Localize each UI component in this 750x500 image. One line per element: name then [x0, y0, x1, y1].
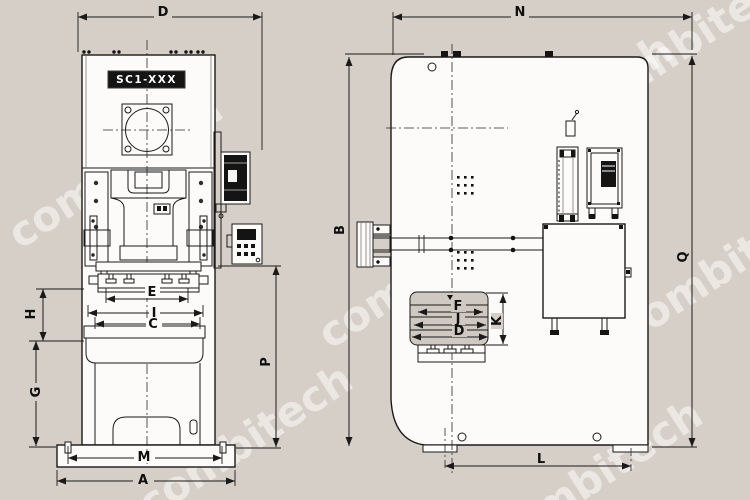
dim-label-m: M	[138, 450, 151, 465]
dim-label-q: Q	[676, 251, 691, 262]
dim-label-a: A	[138, 473, 148, 488]
rear-junction-box	[542, 223, 632, 335]
dim-label-g: G	[29, 387, 44, 398]
model-label: SC1-XXX	[116, 74, 177, 86]
dim-label-e: E	[148, 285, 157, 300]
dim-label-b: B	[333, 225, 348, 235]
oiler-handle	[565, 109, 580, 137]
side-view	[356, 44, 649, 476]
bolster-assembly	[88, 261, 209, 293]
crown-top-bolts	[82, 50, 205, 54]
dim-label-i: I	[152, 306, 157, 321]
dim-label-k: K	[490, 315, 505, 326]
side-dimensions: N B Q F J D K L	[333, 5, 697, 471]
dim-label-p: P	[259, 357, 274, 367]
cabinet-narrow	[556, 146, 579, 222]
dim-label-c: C	[148, 317, 158, 332]
model-nameplate	[107, 70, 186, 89]
dim-label-d-front: D	[158, 5, 169, 20]
side-mounted-controls	[213, 131, 263, 269]
cabinet-motor	[586, 147, 623, 219]
arm-front-bracket	[356, 221, 391, 268]
gib-clamps	[83, 215, 214, 261]
bolster-section-detail	[409, 291, 489, 363]
t-slots	[105, 273, 190, 284]
dim-label-d-side: D	[454, 324, 465, 339]
dim-label-j: J	[455, 312, 461, 327]
flywheel-mount	[121, 103, 173, 156]
leg-arch-cutout	[112, 416, 181, 445]
ram-slide	[110, 169, 187, 261]
leg-slot	[189, 419, 198, 435]
lifting-hole	[427, 62, 437, 72]
dim-label-h: H	[24, 309, 39, 320]
front-dimensions: D E I C H G P M	[24, 5, 281, 488]
bolt-pattern-lower	[457, 251, 474, 270]
dim-label-n: N	[515, 5, 526, 20]
dim-label-f: F	[454, 299, 463, 314]
front-frame-body	[81, 54, 216, 446]
dim-label-l: L	[537, 452, 545, 467]
bolt-pattern-upper	[457, 176, 474, 195]
front-view: SC1-XXX	[56, 40, 263, 468]
side-foot-front	[422, 444, 458, 453]
bed-and-legs	[64, 325, 227, 454]
side-foot-rear	[612, 444, 649, 453]
anchor-slot-right	[219, 441, 227, 454]
